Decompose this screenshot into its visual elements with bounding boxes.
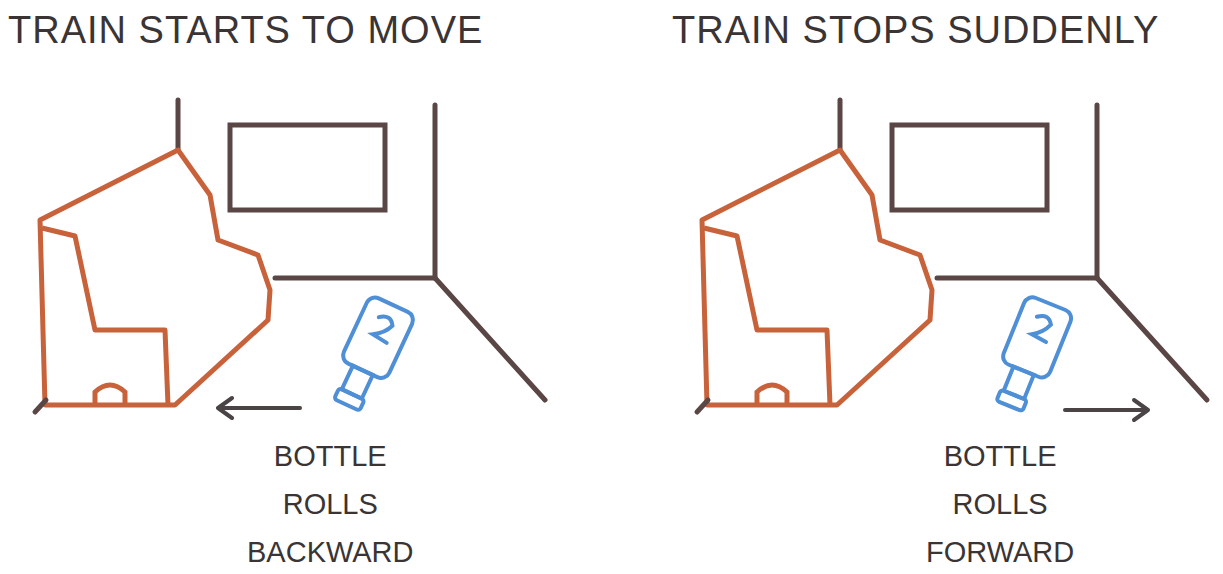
panel-title: TRAIN STARTS TO MOVE: [8, 10, 483, 52]
caption-note: BOTTLE ROLLS BACKWARD: [247, 432, 414, 574]
motion-arrow: [218, 398, 300, 418]
bottle-drawing: [986, 295, 1074, 416]
bottle-drawing: [324, 295, 416, 416]
panel-title: TRAIN STOPS SUDDENLY: [672, 10, 1159, 52]
motion-arrow: [1065, 400, 1148, 420]
train-interior: [697, 100, 1207, 412]
train-interior: [35, 100, 545, 412]
caption-note: BOTTLE ROLLS FORWARD: [926, 432, 1074, 574]
